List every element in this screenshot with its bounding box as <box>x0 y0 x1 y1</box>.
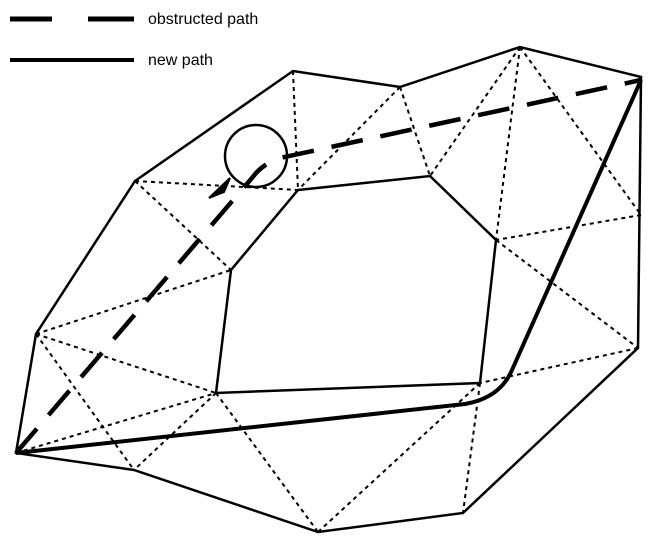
outer-boundary <box>14 45 643 534</box>
legend-new-label: new path <box>148 52 213 69</box>
obstruction-circle <box>223 123 289 189</box>
legend: obstructed path new path <box>10 11 258 69</box>
legend-obstructed-label: obstructed path <box>148 11 258 28</box>
obstructed-path <box>14 77 642 455</box>
triangulation-edges <box>15 46 642 533</box>
obstructed-path-arrowhead <box>208 177 231 199</box>
inner-obstacle <box>214 174 498 395</box>
new-path <box>15 79 643 455</box>
